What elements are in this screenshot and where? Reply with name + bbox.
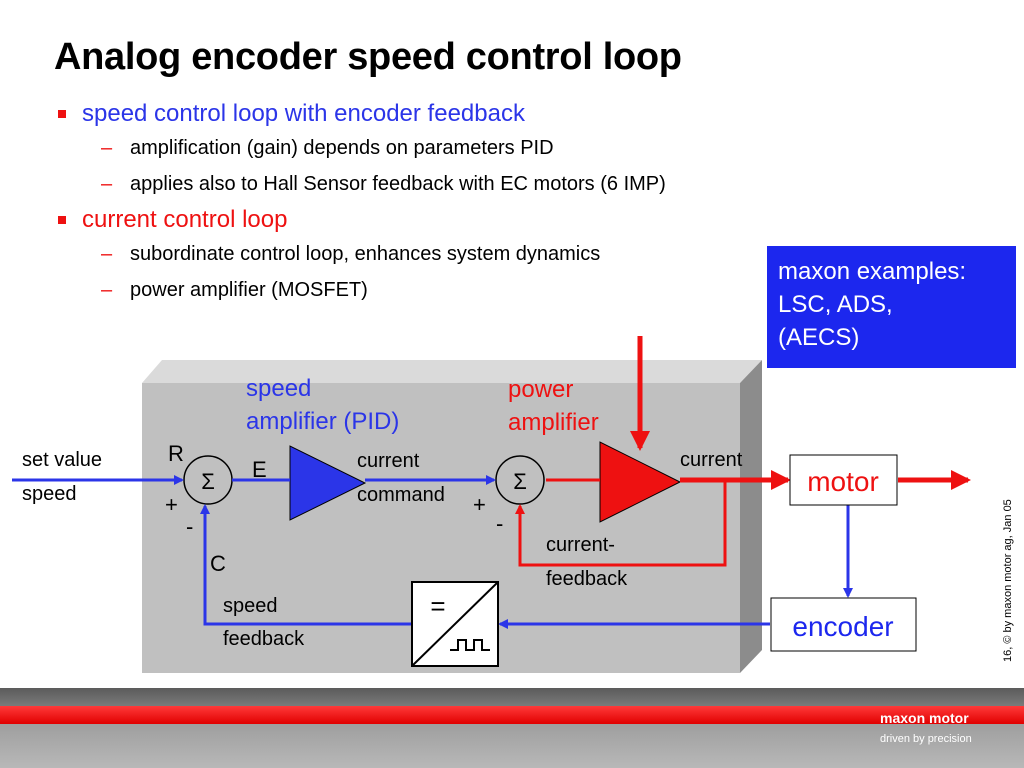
motor-label: motor xyxy=(807,466,879,497)
brand-slogan: driven by precision xyxy=(880,733,972,745)
sub-bullet-text: power amplifier (MOSFET) xyxy=(130,279,368,301)
speed-feedback-label: feedback xyxy=(223,628,305,650)
c-label: C xyxy=(210,551,226,576)
converter-block: = xyxy=(411,581,499,667)
current-output-label: current xyxy=(680,449,743,471)
pulse-icon xyxy=(450,639,490,651)
e-label: E xyxy=(252,457,267,482)
slide-title: Analog encoder speed control loop xyxy=(54,36,682,78)
dash-icon: – xyxy=(101,279,113,301)
bullet-text: speed control loop with encoder feedback xyxy=(82,100,525,127)
footer-bar: maxon motor driven by precision xyxy=(0,688,1024,768)
speed-amplifier-icon xyxy=(289,445,367,521)
sub-bullet: – amplification (gain) depends on parame… xyxy=(58,132,778,168)
encoder-label: encoder xyxy=(792,611,893,642)
plus-sign: + xyxy=(473,492,486,517)
bullet-list: speed control loop with encoder feedback… xyxy=(58,98,778,310)
current-feedback-label: feedback xyxy=(546,568,628,590)
footer-gray-stripe xyxy=(0,688,1024,706)
dash-icon: – xyxy=(101,173,113,195)
callout-line: (AECS) xyxy=(778,324,860,351)
bullet-text: current control loop xyxy=(82,206,288,233)
brand-logo: maxon motor xyxy=(880,710,969,726)
bullet-speed-loop: speed control loop with encoder feedback xyxy=(58,98,778,132)
maxon-examples-callout: maxon examples: LSC, ADS, (AECS) xyxy=(767,246,1016,368)
speed-amplifier-label: amplifier (PID) xyxy=(246,408,399,435)
dash-icon: – xyxy=(101,243,113,265)
minus-sign: - xyxy=(496,511,503,536)
power-amplifier-label: power xyxy=(508,376,573,403)
copyright-note: 16, © by maxon motor ag, Jan 05 xyxy=(1002,499,1014,662)
r-label: R xyxy=(168,441,184,466)
power-amplifier-icon xyxy=(599,441,682,523)
set-value-label: set value xyxy=(22,449,102,471)
motor-block: motor xyxy=(789,454,898,506)
current-summing-junction: Σ xyxy=(495,455,545,505)
encoder-block: encoder xyxy=(770,597,917,652)
sub-bullet: – subordinate control loop, enhances sys… xyxy=(58,238,778,274)
bullet-square-icon xyxy=(58,216,66,224)
speed-amplifier-label: speed xyxy=(246,375,311,402)
speed-signal-lines xyxy=(12,475,853,629)
sub-bullet-text: subordinate control loop, enhances syste… xyxy=(130,243,601,265)
power-amplifier-label: amplifier xyxy=(508,409,599,436)
minus-sign: - xyxy=(186,514,193,539)
current-signal-lines xyxy=(515,336,971,567)
callout-line: LSC, ADS, xyxy=(778,291,893,318)
sub-bullet-text: applies also to Hall Sensor feedback wit… xyxy=(130,173,666,195)
sigma-icon: Σ xyxy=(201,469,215,494)
callout-line: maxon examples: xyxy=(778,258,967,285)
sigma-icon: Σ xyxy=(513,469,527,494)
sub-bullet: – applies also to Hall Sensor feedback w… xyxy=(58,168,778,204)
current-feedback-label: current- xyxy=(546,534,615,556)
current-command-label: current xyxy=(357,450,420,472)
bullet-square-icon xyxy=(58,110,66,118)
dash-icon: – xyxy=(101,137,113,159)
current-command-label: command xyxy=(357,484,445,506)
plus-sign: + xyxy=(165,492,178,517)
sub-bullet: – power amplifier (MOSFET) xyxy=(58,274,778,310)
bullet-current-loop: current control loop xyxy=(58,204,778,238)
speed-summing-junction: Σ xyxy=(183,455,233,505)
equals-icon: = xyxy=(430,591,445,621)
speed-label: speed xyxy=(22,483,77,505)
speed-feedback-label: speed xyxy=(223,595,278,617)
footer-red-stripe xyxy=(0,706,1024,724)
sub-bullet-text: amplification (gain) depends on paramete… xyxy=(130,137,554,159)
